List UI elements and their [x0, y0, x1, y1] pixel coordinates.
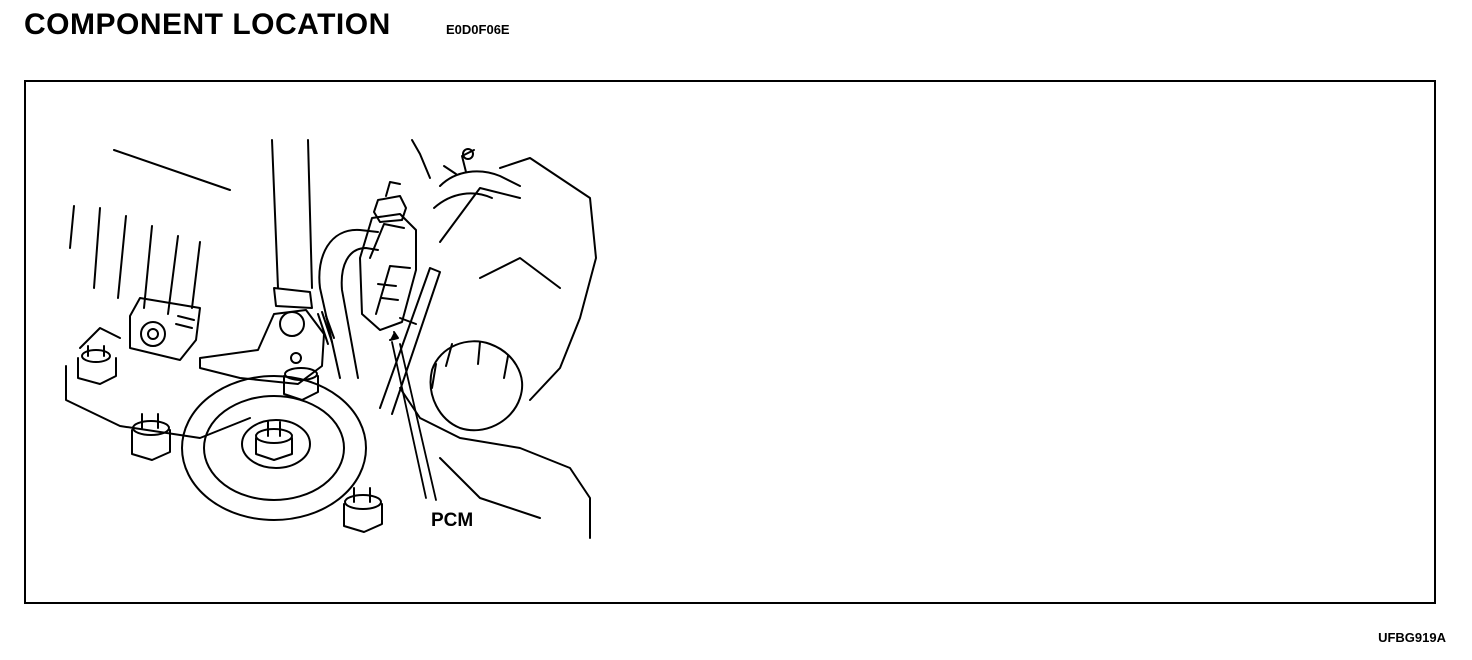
pcm-module [359, 213, 417, 331]
mount-bracket [199, 309, 325, 385]
intake-hose [411, 139, 521, 209]
section-code: E0D0F06E [446, 22, 510, 37]
strut-rod [271, 139, 313, 309]
air-cleaner-box [439, 157, 597, 401]
bracket-bolt [129, 297, 201, 361]
tower-bolts [131, 367, 383, 533]
pcm-leader-lines [389, 331, 437, 501]
filler-cap [429, 340, 523, 432]
pcm-callout-label: PCM [431, 510, 474, 531]
figure-frame [24, 80, 1436, 604]
figure-id: UFBG919A [1378, 630, 1446, 645]
engine-bay-illustration [65, 139, 597, 539]
pcm-connector [373, 181, 407, 223]
cylinder-head-cover [65, 149, 251, 439]
lower-housing [399, 387, 591, 539]
stud-nut-1 [77, 345, 117, 385]
pcm-bracket-rail [379, 267, 441, 415]
strut-tower [181, 375, 367, 521]
coolant-pipe [318, 228, 379, 379]
page-title: COMPONENT LOCATION [24, 8, 391, 41]
